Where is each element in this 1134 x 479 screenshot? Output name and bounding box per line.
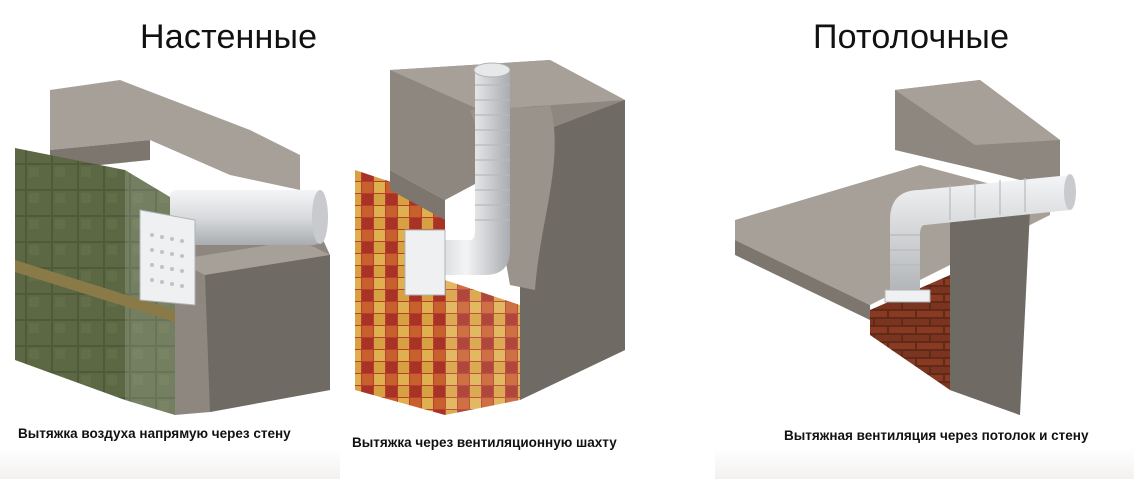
- shaft-exhaust-illustration: [355, 60, 625, 415]
- duct-pipe: [170, 190, 320, 245]
- tiled-wall: [15, 148, 125, 400]
- corrugated-duct: [430, 70, 510, 275]
- ground-shadow: [715, 448, 1134, 479]
- grille-holes: [150, 233, 184, 288]
- exhaust-grille: [884, 289, 931, 303]
- ground-shadow: [0, 448, 340, 479]
- caption-ceiling-wall: Вытяжная вентиляция через потолок и стен…: [784, 428, 1089, 443]
- exhaust-grille: [404, 229, 446, 296]
- heading-ceiling-mounted: Потолочные: [813, 18, 1010, 56]
- heading-wall-mounted: Настенные: [140, 18, 318, 56]
- exhaust-grille: [139, 209, 196, 306]
- concrete-slab: [50, 80, 300, 190]
- ceiling-exhaust-illustration: [735, 80, 1076, 415]
- caption-wall-direct: Вытяжка воздуха напрямую через стену: [18, 426, 291, 441]
- wall-exhaust-illustration: [15, 80, 330, 415]
- caption-shaft: Вытяжка через вентиляционную шахту: [352, 435, 617, 450]
